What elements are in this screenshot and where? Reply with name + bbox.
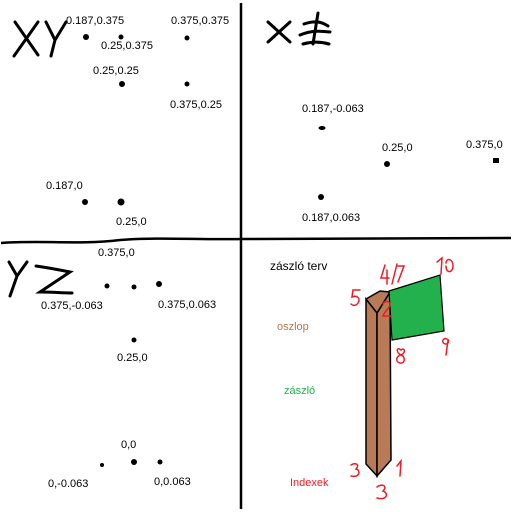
- coord-label: 0.25,0: [116, 216, 147, 228]
- legend-pole: oszlop: [277, 321, 309, 333]
- xy-quadrant: XY 0.187,0.375 0.25,0.375 0.375,0.375 0.…: [12, 15, 229, 228]
- design-title: zászló terv: [270, 259, 327, 273]
- coord-label: 0,-0.063: [48, 478, 88, 490]
- yz-axis-title: [7, 260, 74, 298]
- point: [117, 198, 125, 206]
- coord-label: 0.375,-0.063: [41, 300, 103, 312]
- point: [493, 158, 499, 163]
- xz-points: [318, 126, 499, 200]
- point: [318, 194, 324, 200]
- coord-label: 0.187,0.063: [302, 212, 360, 224]
- index-3-bottom: [376, 484, 388, 500]
- flag-cloth: [388, 274, 445, 341]
- yz-quadrant: YZ 0.375,0 0.375,-0.063 0.375,0.063 0.25…: [7, 247, 216, 490]
- point: [157, 459, 163, 465]
- xy-axis-title: [12, 20, 68, 58]
- pole-side-face: [376, 289, 392, 478]
- coord-label: 0.187,-0.063: [302, 103, 364, 115]
- legend-flag: zászló: [284, 385, 315, 397]
- xz-quadrant: XZ 0.187,-0.063 0.25,0 0.375,0 0.187,0.0…: [266, 11, 503, 224]
- coord-label: 0.25,0: [117, 352, 148, 364]
- coord-label: 0.375,0.063: [158, 299, 216, 311]
- coord-label: 0.25,0: [382, 142, 413, 154]
- point: [184, 81, 190, 87]
- point: [131, 337, 137, 343]
- point: [156, 281, 162, 287]
- point: [82, 199, 88, 205]
- horizontal-divider: [0, 236, 512, 245]
- index-5: [350, 289, 361, 307]
- coord-label: 0.25,0.375: [101, 40, 153, 52]
- index-4-7: [379, 263, 406, 285]
- index-markers: [350, 256, 454, 500]
- xy-points: [82, 34, 190, 206]
- index-10: [436, 256, 454, 275]
- coord-label: 0.375,0.375: [171, 15, 229, 27]
- flag-pole: [364, 289, 392, 478]
- index-3-left: [350, 463, 360, 478]
- coord-label: 0,0: [121, 439, 136, 451]
- coord-label: 0.187,0.375: [66, 15, 124, 27]
- point: [384, 161, 390, 167]
- legend-indices: Indexek: [290, 477, 329, 489]
- point: [119, 81, 125, 87]
- point: [318, 126, 326, 130]
- point: [100, 463, 104, 467]
- coord-label: 0.375,0: [466, 139, 503, 151]
- point: [104, 283, 110, 289]
- coord-label: 0.375,0: [98, 247, 135, 259]
- index-1: [396, 458, 402, 477]
- coord-label: 0.187,0: [46, 180, 83, 192]
- coord-label: 0,0.063: [154, 476, 191, 488]
- point: [83, 34, 89, 40]
- point: [131, 284, 137, 290]
- index-2: [382, 300, 392, 317]
- coord-label: 0.25,0.25: [93, 65, 139, 77]
- pole-front-face: [365, 296, 378, 478]
- point: [118, 34, 124, 40]
- xz-axis-title: [266, 11, 332, 46]
- point: [184, 35, 190, 41]
- yz-points: [100, 281, 163, 467]
- design-quadrant: zászló terv oszlop zászló Indexek 1 2: [270, 256, 454, 500]
- index-8: [396, 348, 406, 364]
- point: [131, 459, 137, 465]
- index-9: [442, 337, 450, 356]
- coord-label: 0.375,0.25: [170, 99, 222, 111]
